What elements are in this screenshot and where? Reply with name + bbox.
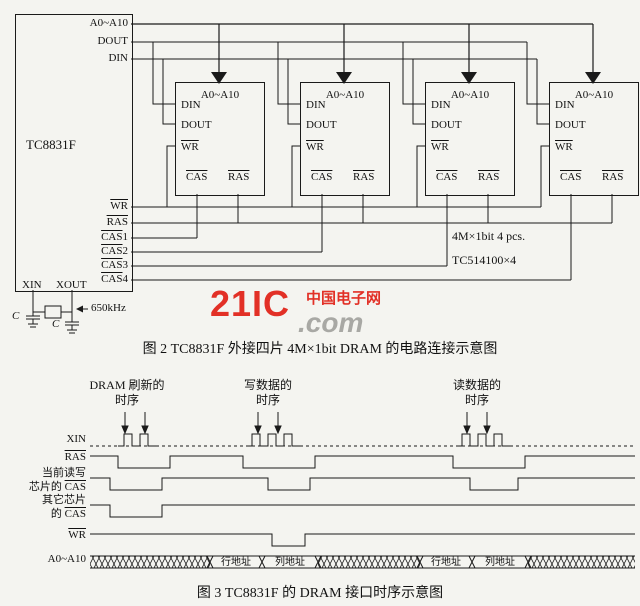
annotation-read-line1: 读数据的 xyxy=(452,378,501,392)
dram-chip-1: A0~A10 DIN DOUT WR CAS RAS xyxy=(175,82,265,196)
chip-pin-dout: DOUT xyxy=(97,35,128,47)
watermark-chinese: 中国电子网 xyxy=(306,291,382,307)
bus-label-col-address-1: 列地址 xyxy=(275,557,305,568)
dram-pin-dout: DOUT xyxy=(555,119,586,131)
dram-pin-wr: WR xyxy=(431,141,449,153)
chip-pin-wr: WR xyxy=(110,200,128,212)
annotation-read-line2: 时序 xyxy=(464,393,489,407)
dram-pin-cas: CAS xyxy=(560,171,582,183)
dram-pin-din: DIN xyxy=(181,99,201,111)
figure3-caption: 图 3 TC8831F 的 DRAM 接口时序示意图 xyxy=(196,586,444,601)
fig2-control-buses xyxy=(131,145,613,281)
watermark-suffix: .com xyxy=(298,307,364,338)
crystal-frequency-label: 650kHz xyxy=(91,302,126,314)
dram-pin-din: DIN xyxy=(306,99,326,111)
fig2-address-bus-arrowheads xyxy=(211,72,601,84)
signal-label-cas-other-line1: 其它芯片 xyxy=(42,494,86,506)
signal-label-ras: RAS xyxy=(64,451,86,463)
dram-quantity-note: 4M×1bit 4 pcs. xyxy=(452,229,526,243)
dram-pin-ras: RAS xyxy=(228,171,250,183)
chip-pin-ras: RAS xyxy=(106,216,128,228)
chip-pin-a0-a10: A0~A10 xyxy=(89,17,128,29)
chip-pin-xin: XIN xyxy=(22,279,42,291)
dram-pin-din: DIN xyxy=(431,99,451,111)
fig3-ras-waveform xyxy=(90,455,635,469)
chip-pin-cas4: CAS4 xyxy=(101,273,128,285)
bus-label-row-address-1: 行地址 xyxy=(221,557,251,568)
fig3-annotation-arrows xyxy=(121,412,491,435)
dram-chip-2: A0~A10 DIN DOUT WR CAS RAS xyxy=(300,82,390,196)
dram-pin-dout: DOUT xyxy=(431,119,462,131)
fig2-oscillator-circuit xyxy=(26,290,88,334)
signal-label-cas-other-line2: 的 CAS xyxy=(50,508,86,520)
fig3-cas-current-waveform xyxy=(90,477,635,491)
dram-pin-cas: CAS xyxy=(186,171,208,183)
dram-pin-ras: RAS xyxy=(478,171,500,183)
fig3-wr-waveform xyxy=(90,533,635,547)
annotation-write-line2: 时序 xyxy=(255,393,280,407)
dram-pin-wr: WR xyxy=(306,141,324,153)
signal-label-wr: WR xyxy=(68,529,86,541)
watermark-brand: 21IC xyxy=(210,283,291,324)
annotation-write-line1: 写数据的 xyxy=(243,378,292,392)
signal-label-address-bus: A0~A10 xyxy=(47,553,86,565)
signal-label-cas-current-line2: 芯片的 CAS xyxy=(28,481,86,493)
bus-label-row-address-2: 行地址 xyxy=(431,557,461,568)
fig3-xin-waveform xyxy=(90,433,635,447)
capacitor-label-left: C xyxy=(12,310,20,322)
dram-pin-ras: RAS xyxy=(602,171,624,183)
capacitor-label-right: C xyxy=(52,318,60,330)
freq-pointer-arrowhead xyxy=(76,305,83,313)
tc8831f-chip-box xyxy=(15,14,133,292)
dram-pin-dout: DOUT xyxy=(181,119,212,131)
dram-pin-dout: DOUT xyxy=(306,119,337,131)
signal-label-cas-current-line1: 当前读写 xyxy=(42,467,86,479)
chip-name: TC8831F xyxy=(26,137,76,152)
dram-pin-wr: WR xyxy=(181,141,199,153)
chip-pin-din: DIN xyxy=(108,52,128,64)
chip-pin-xout: XOUT xyxy=(56,279,87,291)
annotation-refresh-line1: DRAM 刷新的 xyxy=(89,378,165,392)
dram-pin-wr: WR xyxy=(555,141,573,153)
chip-pin-cas2: CAS2 xyxy=(101,245,128,257)
dram-pin-a0-a10: A0~A10 xyxy=(574,89,614,101)
chip-pin-cas1: CAS1 xyxy=(101,231,128,243)
dram-chip-3: A0~A10 DIN DOUT WR CAS RAS xyxy=(425,82,515,196)
dram-pin-a0-a10: A0~A10 xyxy=(200,89,240,101)
dram-pin-a0-a10: A0~A10 xyxy=(325,89,365,101)
dram-chip-4: A0~A10 DIN DOUT WR CAS RAS xyxy=(549,82,639,196)
bus-label-col-address-2: 列地址 xyxy=(485,557,515,568)
dram-pin-cas: CAS xyxy=(311,171,333,183)
fig2-address-bus xyxy=(131,23,594,72)
chip-pin-cas3: CAS3 xyxy=(101,259,128,271)
fig3-cas-other-waveform xyxy=(90,504,635,518)
dram-part-number-note: TC514100×4 xyxy=(452,253,517,267)
signal-label-xin: XIN xyxy=(66,433,86,445)
figure2-caption: 图 2 TC8831F 外接四片 4M×1bit DRAM 的电路连接示意图 xyxy=(142,342,498,357)
annotation-refresh-line2: 时序 xyxy=(114,393,139,407)
dram-pin-din: DIN xyxy=(555,99,575,111)
dram-pin-ras: RAS xyxy=(353,171,375,183)
dram-pin-cas: CAS xyxy=(436,171,458,183)
fig2-data-buses xyxy=(131,41,549,125)
fig3-address-bus-waveform xyxy=(90,555,635,569)
dram-pin-a0-a10: A0~A10 xyxy=(450,89,490,101)
